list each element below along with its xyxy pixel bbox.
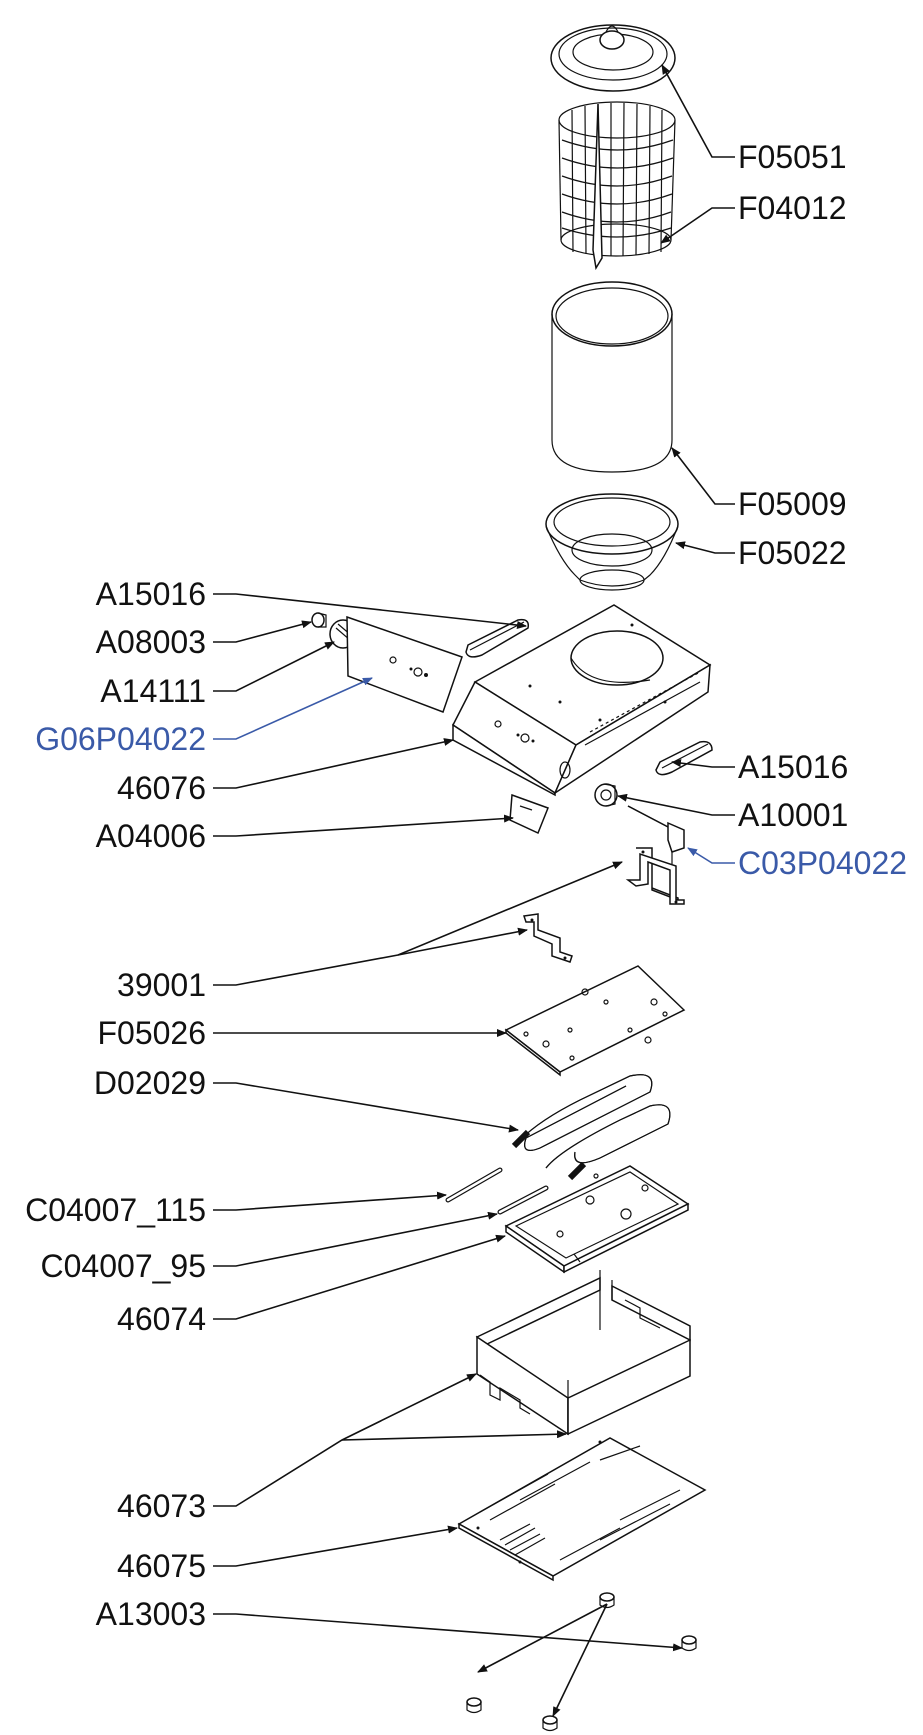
label-F04012: F04012 <box>738 190 847 226</box>
label-39001: 39001 <box>117 967 206 1003</box>
part-funnel-ring <box>545 493 679 591</box>
part-lid <box>550 24 676 92</box>
part-knob-cap <box>311 612 327 628</box>
label-F05022: F05022 <box>738 535 847 571</box>
part-cylinder <box>551 281 673 473</box>
part-foot-right <box>681 1635 697 1652</box>
part-labels: F05051 F04012 F05009 F05022 A15016 A1000… <box>25 139 907 1632</box>
part-handle-right <box>655 740 713 776</box>
part-foot-left <box>466 1697 482 1714</box>
label-F05051: F05051 <box>738 139 847 175</box>
label-C04007-115: C04007_115 <box>25 1192 206 1228</box>
part-rod-95 <box>497 1185 549 1215</box>
part-wire-basket <box>558 101 676 271</box>
label-C04007-95: C04007_95 <box>41 1248 206 1284</box>
part-mount-bracket-lower <box>523 913 573 963</box>
part-handle-left <box>465 618 530 658</box>
label-46075: 46075 <box>117 1548 206 1584</box>
part-small-bracket <box>509 793 549 835</box>
label-A14111: A14111 <box>100 673 206 709</box>
part-front-panel <box>346 615 463 713</box>
label-F05026: F05026 <box>97 1015 206 1051</box>
label-A04006: A04006 <box>96 818 206 854</box>
part-foot-bottom <box>542 1715 558 1732</box>
label-A15016-right: A15016 <box>738 749 848 785</box>
part-foot-top <box>599 1592 615 1609</box>
label-46073: 46073 <box>117 1488 206 1524</box>
label-C03P04022: C03P04022 <box>738 845 907 881</box>
leader-lines <box>213 64 735 1717</box>
part-bottom-plate <box>457 1437 707 1582</box>
label-A15016-left: A15016 <box>96 576 206 612</box>
part-heating-element <box>511 1074 671 1181</box>
part-bushing <box>594 783 618 807</box>
label-A08003: A08003 <box>96 624 206 660</box>
part-tray <box>504 1165 690 1274</box>
label-46076: 46076 <box>117 770 206 806</box>
label-G06P04022: G06P04022 <box>35 721 206 757</box>
label-D02029: D02029 <box>94 1065 206 1101</box>
part-rod-115 <box>445 1167 503 1203</box>
part-mount-bracket-upper <box>625 847 685 905</box>
label-A10001: A10001 <box>738 797 848 833</box>
part-housing <box>452 604 712 797</box>
part-box-enclosure <box>475 1270 691 1436</box>
part-base-plate <box>504 965 686 1077</box>
label-A13003: A13003 <box>96 1596 206 1632</box>
label-F05009: F05009 <box>738 486 847 522</box>
part-switch-rod <box>627 805 685 864</box>
label-46074: 46074 <box>117 1301 206 1337</box>
